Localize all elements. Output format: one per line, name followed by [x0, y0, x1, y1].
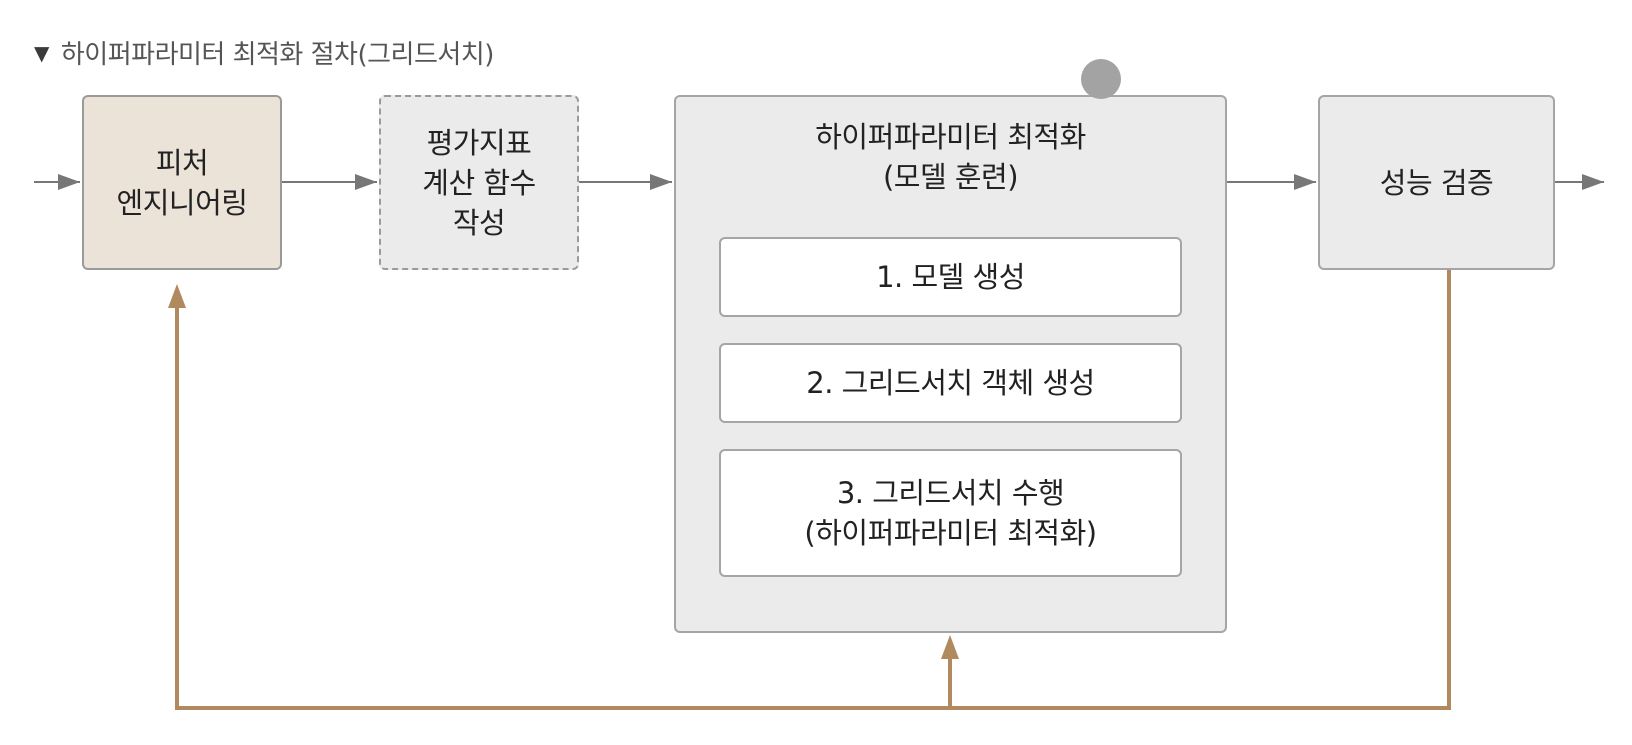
feature-engineering-box: 피처 엔지니어링 [82, 95, 282, 270]
diagram-title-text: 하이퍼파라미터 최적화 절차(그리드서치) [60, 40, 494, 70]
step-create-model: 1. 모델 생성 [719, 237, 1182, 317]
step-3-label-line1: 3. 그리드서치 수행 [836, 476, 1065, 510]
triangle-down-icon: ▼ [34, 40, 49, 65]
optimization-label-line1: 하이퍼파라미터 최적화 [815, 120, 1086, 154]
metric-function-label-line1: 평가지표 [426, 125, 532, 160]
metric-function-label-line2: 계산 함수 [422, 165, 536, 200]
flow-arrowhead-out [1582, 174, 1604, 190]
feedback-arrowhead-optimize [941, 635, 959, 659]
flow-arrowhead-optimize-to-validate [1294, 174, 1316, 190]
feedback-arrowhead-feature [168, 284, 186, 308]
step-3-label-line2: (하이퍼파라미터 최적화) [804, 516, 1097, 550]
circle-marker-icon [1081, 59, 1121, 99]
step-create-gridsearch: 2. 그리드서치 객체 생성 [719, 343, 1182, 423]
metric-function-label-line3: 작성 [452, 205, 506, 240]
performance-validation-box: 성능 검증 [1318, 95, 1555, 270]
validation-label: 성능 검증 [1379, 165, 1494, 200]
flow-arrowhead-metric-to-optimize [650, 174, 672, 190]
step-2-label: 2. 그리드서치 객체 생성 [806, 366, 1095, 400]
optimization-label-line2: (모델 훈련) [882, 160, 1019, 194]
step-run-gridsearch: 3. 그리드서치 수행 (하이퍼파라미터 최적화) [719, 449, 1182, 577]
feedback-loop-line [175, 270, 1451, 710]
flow-arrowhead-feature-to-metric [355, 174, 377, 190]
step-1-label: 1. 모델 생성 [876, 260, 1025, 294]
feature-engineering-label-line2: 엔지니어링 [116, 185, 248, 220]
metric-function-box: 평가지표 계산 함수 작성 [379, 95, 579, 270]
flow-arrowhead-in [58, 174, 80, 190]
feature-engineering-label-line1: 피처 [155, 145, 209, 180]
diagram-title: ▼ 하이퍼파라미터 최적화 절차(그리드서치) [34, 34, 494, 71]
